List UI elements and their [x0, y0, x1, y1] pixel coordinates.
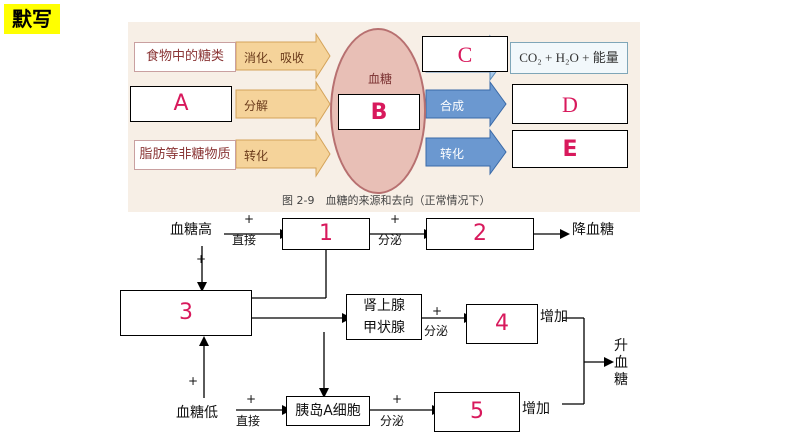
- plus-sign: +: [432, 304, 443, 318]
- thyroid-label: 甲状腺: [363, 320, 405, 336]
- arrow-decompose: [235, 80, 331, 128]
- plus-sign: +: [196, 252, 207, 266]
- answer-box-e: E: [512, 130, 628, 168]
- plus-sign: +: [390, 212, 401, 226]
- blood-sugar-label: 血糖: [367, 72, 392, 86]
- label-secrete: 分泌: [380, 414, 405, 428]
- label-direct: 直接: [236, 414, 261, 428]
- flow-box-4-number: 4: [495, 311, 509, 336]
- label-secrete: 分泌: [378, 233, 403, 247]
- arrow-convert-out: [425, 128, 507, 176]
- adrenal-thyroid-box: 肾上腺 甲状腺: [346, 294, 422, 340]
- flow-box-5-number: 5: [470, 399, 484, 424]
- plus-sign: +: [244, 212, 255, 226]
- answer-box-c: C: [422, 36, 508, 72]
- label-secrete: 分泌: [424, 324, 449, 338]
- flow-box-4: 4: [466, 304, 538, 344]
- adrenal-label: 肾上腺: [363, 298, 405, 314]
- figure-caption: 图 2-9 血糖的来源和去向（正常情况下）: [282, 194, 491, 207]
- arrowhead-8: [199, 336, 209, 346]
- flow-box-2: 2: [426, 218, 534, 250]
- raise-blood-sugar: 升血糖: [614, 338, 628, 388]
- flow-box-3-number: 3: [179, 300, 193, 325]
- flow-box-2-number: 2: [473, 221, 487, 246]
- arrowhead-6: [319, 388, 329, 398]
- arrow-synth: [425, 80, 507, 128]
- lower-blood-sugar: 降血糖: [572, 222, 614, 238]
- arrowhead-11: [604, 357, 614, 367]
- increase-label: 增加: [540, 309, 568, 325]
- use-synthesize: 合成: [440, 99, 465, 113]
- flow-box-5: 5: [434, 392, 520, 432]
- low-blood-sugar: 血糖低: [176, 405, 218, 421]
- flow-box-1: 1: [282, 218, 370, 250]
- plus-sign: +: [392, 392, 403, 406]
- source-food-sugar: 食物中的糖类: [134, 42, 236, 72]
- label-direct: 直接: [232, 233, 257, 247]
- alpha-cell-label: 胰岛A细胞: [295, 403, 361, 419]
- plus-sign: +: [246, 392, 257, 406]
- answer-box-a: A: [130, 86, 232, 122]
- high-blood-sugar: 血糖高: [170, 222, 212, 238]
- arrowhead-3: [560, 229, 570, 239]
- use-convert: 转化: [440, 147, 465, 161]
- source-non-sugar: 脂肪等非糖物质: [134, 140, 236, 170]
- title-tag: 默写: [4, 4, 60, 34]
- answer-box-b: B: [338, 94, 420, 130]
- increase-label: 增加: [522, 401, 550, 417]
- answer-box-d: D: [512, 84, 628, 124]
- arrow-digest: [235, 32, 331, 80]
- process-decompose: 分解: [244, 99, 269, 113]
- process-digest: 消化、吸收: [244, 51, 305, 65]
- plus-sign: +: [188, 374, 199, 388]
- arrowhead-4: [197, 282, 207, 292]
- alpha-cell-box: 胰岛A细胞: [286, 396, 370, 426]
- flow-box-1-number: 1: [319, 221, 333, 246]
- process-convert: 转化: [244, 149, 269, 163]
- arrow-convert-in: [235, 130, 331, 178]
- output-energy: CO₂ + H₂O + 能量: [510, 42, 628, 74]
- flow-box-3: 3: [120, 290, 252, 336]
